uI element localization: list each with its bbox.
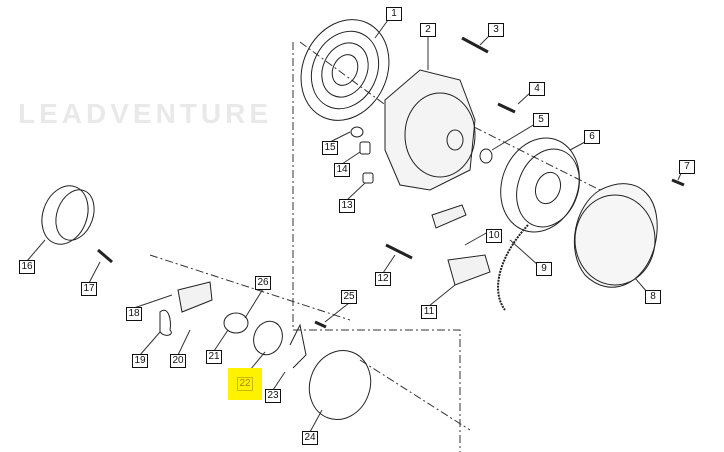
callout-label-12[interactable]: 12 (375, 272, 391, 286)
starter-rope-part (497, 224, 529, 311)
starter-housing-part (384, 69, 476, 191)
callout-label-24[interactable]: 24 (302, 431, 318, 445)
callout-label-7[interactable]: 7 (679, 160, 695, 174)
spacer-part (223, 312, 249, 334)
assembly-lines (149, 41, 601, 452)
callout-label-13[interactable]: 13 (339, 199, 355, 213)
callout-label-5[interactable]: 5 (533, 113, 549, 127)
bolt-parts (97, 36, 685, 329)
callout-label-23[interactable]: 23 (265, 389, 281, 403)
callout-label-14[interactable]: 14 (334, 163, 350, 177)
guide-part (431, 204, 467, 229)
callout-label-6[interactable]: 6 (584, 130, 600, 144)
drive-plate-part (308, 350, 372, 420)
collar-part (362, 172, 374, 184)
callout-label-11[interactable]: 11 (421, 305, 437, 319)
callout-label-3[interactable]: 3 (488, 23, 504, 37)
callout-label-17[interactable]: 17 (81, 282, 97, 296)
leader-lines (26, 19, 683, 433)
callout-label-2[interactable]: 2 (420, 23, 436, 37)
callout-label-8[interactable]: 8 (645, 290, 661, 304)
starter-handle-part (447, 254, 491, 286)
callout-label-26[interactable]: 26 (255, 276, 271, 290)
washer-part (350, 126, 364, 138)
callout-label-1[interactable]: 1 (386, 7, 402, 21)
callout-label-16[interactable]: 16 (19, 260, 35, 274)
callout-label-15[interactable]: 15 (322, 141, 338, 155)
callout-label-21[interactable]: 21 (206, 350, 222, 364)
watermark: LEADVENTURE (18, 98, 273, 129)
starter-cover-part (573, 183, 658, 288)
callout-label-22[interactable]: 22 (237, 377, 253, 391)
callout-label-9[interactable]: 9 (536, 262, 552, 276)
spiral-spring-part (300, 19, 390, 121)
seal-part (479, 148, 493, 164)
friction-plate-part (253, 320, 283, 356)
callout-label-19[interactable]: 19 (132, 354, 148, 368)
callout-label-20[interactable]: 20 (170, 354, 186, 368)
starter-cup-part (41, 185, 95, 245)
nut-part (359, 141, 371, 155)
pawl-part (159, 309, 172, 336)
spring-clip-part (289, 323, 307, 369)
callout-label-10[interactable]: 10 (486, 229, 502, 243)
ratchet-plate-part (177, 281, 213, 313)
callout-label-25[interactable]: 25 (341, 290, 357, 304)
callout-label-4[interactable]: 4 (529, 82, 545, 96)
callout-label-18[interactable]: 18 (126, 307, 142, 321)
